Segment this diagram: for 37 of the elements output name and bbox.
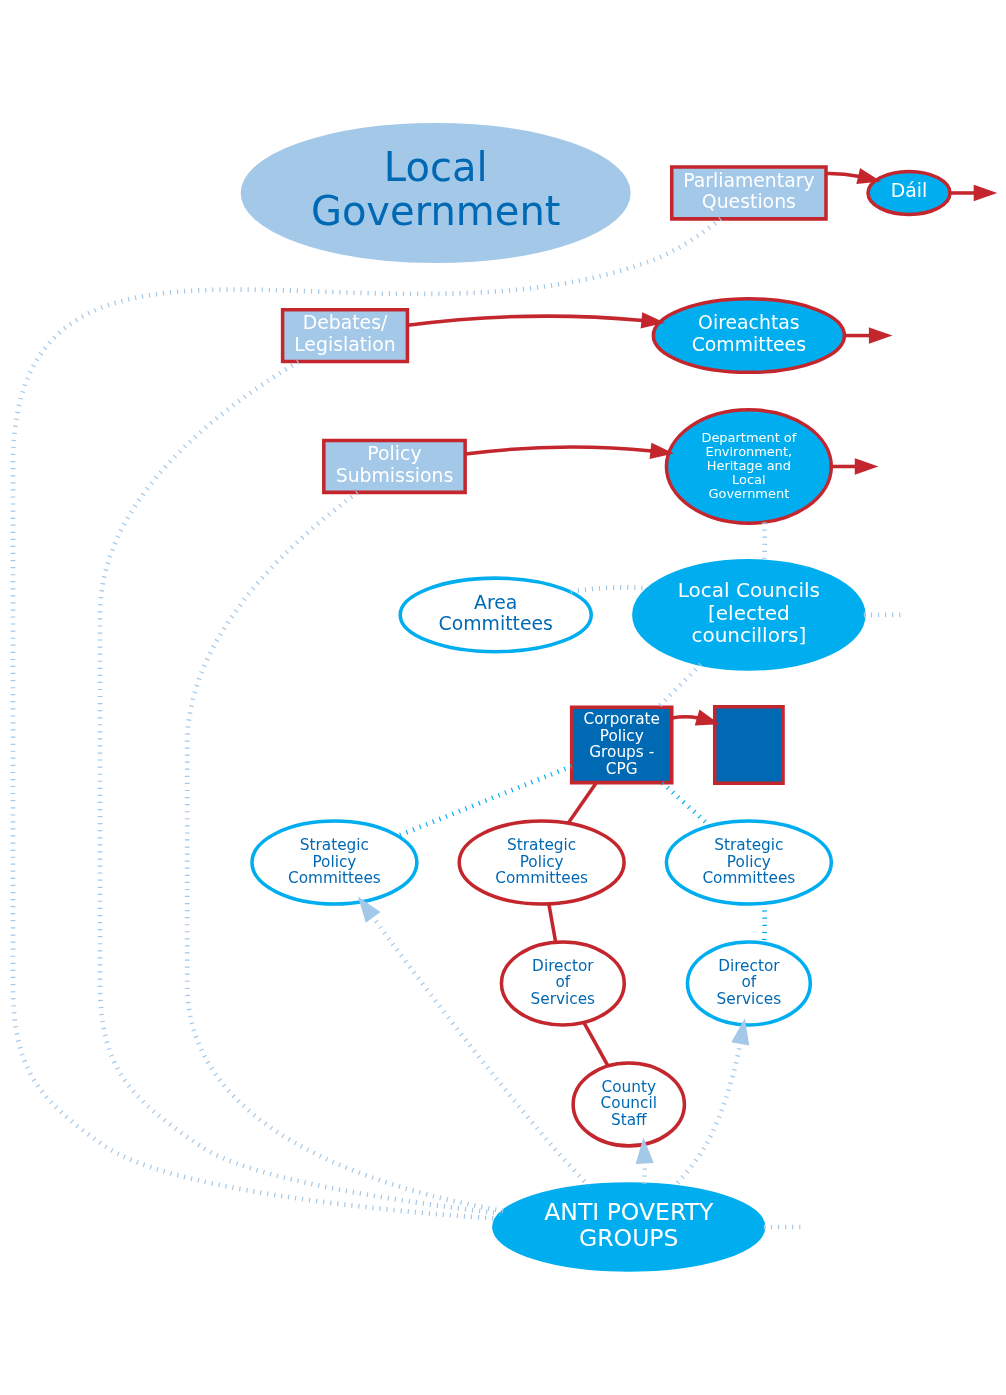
node-box: Parliamentary Questions [670,165,828,221]
arrow [465,442,674,460]
connector [761,903,768,943]
connector [566,781,598,824]
connector [547,903,558,943]
arrow [635,1137,654,1184]
connector [761,522,768,562]
arrow [844,327,893,344]
arrow [949,184,998,202]
node-ellipse: Director of Services [499,940,626,1027]
node-ellipse: Dáil [866,169,952,217]
connector [397,764,573,839]
node-ellipse: Strategic Policy Committees [250,819,419,906]
node-ellipse: Local Councils [elected councillors] [632,559,866,671]
node-ellipse: County Council Staff [571,1061,687,1148]
node-box: Debates/ Legislation [280,307,410,364]
connector [10,217,723,1222]
node-ellipse: Strategic Policy Committees [457,819,626,906]
arrow [831,458,879,475]
node-ellipse: Area Committees [398,576,593,654]
arrow [671,709,720,726]
arrow [407,312,665,329]
connector [582,1021,610,1067]
node-ellipse: Local Government [240,122,631,263]
arrow [826,168,882,185]
node-ellipse: Oireachtas Committees [651,297,847,375]
node-ellipse: Department of Environment, Heritage and Local Government [664,408,834,525]
node-ellipse: Strategic Policy Committees [664,819,834,906]
connector [184,490,504,1214]
node-ellipse: Director of Services [685,940,813,1027]
node-box: Corporate Policy Groups - CPG [569,705,674,785]
connector [656,662,703,709]
connector [570,585,649,595]
node-box [712,704,785,785]
arrow [357,896,591,1188]
node-box: Policy Submissions [322,438,467,495]
node-ellipse: ANTI POVERTY GROUPS [492,1182,766,1272]
